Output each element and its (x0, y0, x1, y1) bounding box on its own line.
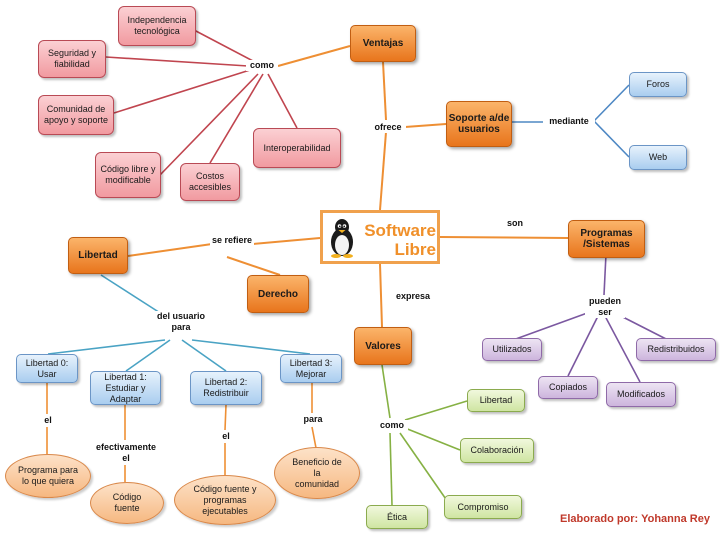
line-para-result3 (311, 426, 317, 449)
line-serefiere-libertad (127, 243, 213, 257)
line-como-interop (267, 73, 298, 129)
node-independencia: Independencia tecnológica (118, 6, 196, 46)
line-del-l1 (125, 339, 171, 372)
central-title-line2: Libre (394, 240, 436, 259)
line-como-etica (389, 432, 393, 506)
node-derecho: Derecho (247, 275, 309, 313)
node-costos: Costos accesibles (180, 163, 240, 201)
node-interoperabilidad: Interoperabilidad (253, 128, 341, 168)
line-mediante-web (593, 120, 630, 158)
link-para-3: para (300, 414, 326, 425)
line-pueden-copiados (567, 315, 599, 377)
node-soporte: Soporte a/de usuarios (446, 101, 512, 147)
line-ofrece-soporte (404, 123, 447, 128)
central-node-software-libre: Software Libre (320, 210, 440, 264)
link-el-0: el (40, 415, 56, 426)
node-etica: Ética (366, 505, 428, 529)
node-seguridad: Seguridad y fiabilidad (38, 40, 106, 78)
author-credit: Elaborado por: Yohanna Rey (560, 513, 710, 525)
line-serefiere-derecho (226, 256, 281, 276)
node-libertad-3: Libertad 3: Mejorar (280, 354, 342, 383)
node-libertad-2: Libertad 2: Redistribuir (190, 371, 262, 405)
line-central-ofrece (379, 131, 387, 211)
node-valores: Valores (354, 327, 412, 365)
link-el-2: el (218, 431, 234, 442)
link-efectivamente-el: efectivamente el (92, 442, 160, 464)
link-ofrece: ofrece (370, 122, 406, 133)
line-como-comunidad (113, 69, 251, 114)
node-copiados: Copiados (538, 376, 598, 399)
line-mediante-foros (593, 84, 630, 122)
node-libertad-0: Libertad 0: Usar (16, 354, 78, 383)
link-como-valores: como (376, 420, 408, 431)
link-del-usuario-para: del usuario para (155, 311, 207, 333)
line-como-compromiso (399, 432, 451, 506)
node-modificados: Modificados (606, 382, 676, 407)
node-comunidad: Comunidad de apoyo y soporte (38, 95, 114, 135)
line-ofrece-ventajas (382, 61, 387, 121)
node-result-codigo-fuente: Código fuente (90, 482, 164, 524)
node-libertad: Libertad (68, 237, 128, 274)
node-web: Web (629, 145, 687, 170)
node-result-beneficio: Beneficio de la comunidad (274, 447, 360, 499)
node-compromiso: Compromiso (444, 495, 522, 519)
link-mediante: mediante (543, 116, 595, 127)
link-se-refiere: se refiere (210, 235, 254, 246)
line-central-serefiere (252, 237, 321, 245)
link-pueden-ser: pueden ser (585, 296, 625, 318)
line-como-codigo (159, 73, 259, 176)
line-del-l0 (47, 339, 166, 355)
node-colaboracion: Colaboración (460, 438, 534, 463)
line-ventajas-como (277, 45, 351, 67)
node-codigo-libre: Código libre y modificable (95, 152, 161, 198)
link-expresa: expresa (392, 291, 434, 302)
line-como-costos (209, 73, 264, 164)
line-como-colaboracion (404, 427, 461, 451)
line-l2-el (224, 404, 227, 431)
line-valores-como (381, 364, 391, 419)
line-como-libertad (404, 400, 468, 421)
node-libertad-valor: Libertad (467, 389, 525, 412)
line-programas-pueden (603, 253, 607, 296)
node-ventajas: Ventajas (350, 25, 416, 62)
line-central-son (439, 236, 569, 239)
node-utilizados: Utilizados (482, 338, 542, 361)
line-pueden-utilizados (512, 311, 591, 341)
node-redistribuidos: Redistribuidos (636, 338, 716, 361)
node-result-codigo-ejecutables: Código fuente y programas ejecutables (174, 475, 276, 525)
central-title: Software Libre (356, 221, 436, 259)
line-libertad-del (100, 274, 169, 319)
node-result-programa: Programa para lo que quiera (5, 454, 91, 498)
line-del-l2 (181, 339, 227, 372)
link-son: son (502, 218, 528, 229)
node-programas: Programas /Sistemas (568, 220, 645, 258)
line-como-seguridad (105, 56, 249, 67)
node-libertad-1: Libertad 1: Estudiar y Adaptar (90, 371, 161, 405)
line-pueden-modificados (604, 315, 641, 383)
line-del-l3 (191, 339, 311, 355)
central-title-line1: Software (364, 221, 436, 240)
link-como-ventajas: como (246, 60, 278, 71)
node-foros: Foros (629, 72, 687, 97)
line-como-independencia (193, 29, 256, 63)
tux-penguin-icon (331, 219, 353, 258)
line-central-expresa (379, 263, 383, 328)
